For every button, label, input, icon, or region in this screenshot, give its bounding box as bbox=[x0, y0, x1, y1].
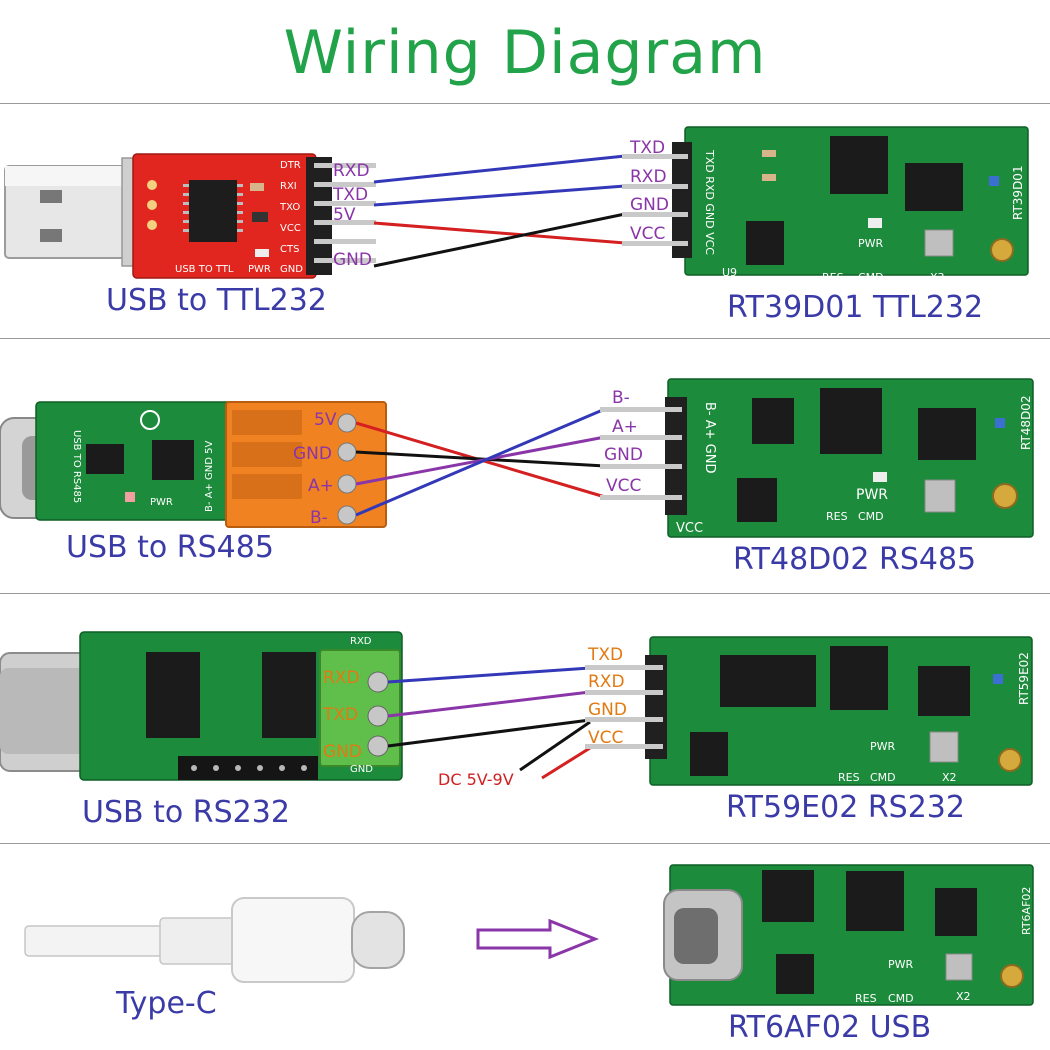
module-pin-label-txd: TXD bbox=[588, 645, 624, 665]
section-divider bbox=[0, 593, 1050, 594]
module-pin-label-vcc: VCC bbox=[588, 728, 624, 748]
terminal-label-gnd: GND bbox=[293, 444, 332, 464]
rt6af02-module: PWR RES CMD X2 RT6AF02 bbox=[663, 864, 1034, 1006]
svg-text:CMD: CMD bbox=[858, 510, 884, 523]
svg-text:USB TO RS485: USB TO RS485 bbox=[71, 430, 82, 503]
svg-text:RXD: RXD bbox=[350, 636, 372, 647]
terminal-label-rxd: RXD bbox=[333, 161, 370, 181]
terminal-label-rxd: RXD bbox=[323, 668, 360, 688]
adapter-caption-usb-ttl: USB to TTL232 bbox=[106, 283, 327, 318]
svg-text:RES: RES bbox=[826, 510, 848, 523]
module-pin-label-vcc: VCC bbox=[606, 476, 642, 496]
svg-text:DTR: DTR bbox=[280, 160, 301, 171]
module-pin-label-gnd: GND bbox=[588, 700, 627, 720]
diagram-title: Wiring Diagram bbox=[283, 18, 767, 88]
module-pin-label-txd: TXD bbox=[630, 138, 666, 158]
svg-text:RT39D01: RT39D01 bbox=[1011, 165, 1025, 220]
module-caption-rt6af02: RT6AF02 USB bbox=[728, 1010, 932, 1045]
terminal-label-gnd: GND bbox=[323, 742, 362, 762]
module-pin-label-rxd: RXD bbox=[630, 167, 667, 187]
svg-text:GND: GND bbox=[350, 764, 373, 775]
terminal-label-txd: TXD bbox=[333, 185, 369, 205]
svg-text:RES: RES bbox=[838, 771, 860, 784]
svg-text:RT59E02: RT59E02 bbox=[1017, 652, 1031, 705]
svg-text:CTS: CTS bbox=[280, 244, 299, 255]
svg-text:RT48D02: RT48D02 bbox=[1019, 395, 1033, 450]
usb-rs232-adapter-board: RXD GND bbox=[79, 631, 403, 781]
svg-text:X2: X2 bbox=[956, 990, 971, 1003]
module-pin-label-rxd: RXD bbox=[588, 672, 625, 692]
terminal-label-b-minus: B- bbox=[310, 508, 328, 528]
svg-text:PWR: PWR bbox=[858, 237, 884, 250]
power-input-note: DC 5V-9V bbox=[438, 770, 514, 789]
module-caption-rt59e02: RT59E02 RS232 bbox=[726, 790, 965, 825]
terminal-label-5v: 5V bbox=[314, 410, 337, 430]
svg-text:RES: RES bbox=[822, 271, 844, 284]
svg-text:X3: X3 bbox=[930, 271, 945, 284]
section-divider bbox=[0, 103, 1050, 104]
adapter-caption-usb-rs485: USB to RS485 bbox=[66, 530, 274, 565]
cable-caption-type-c: Type-C bbox=[116, 986, 217, 1021]
usb-ttl-adapter-board: DTR RXI TXO VCC CTS GND USB TO TTL PWR bbox=[132, 153, 376, 279]
module-pin-label-a-plus: A+ bbox=[612, 417, 638, 437]
section-divider bbox=[0, 338, 1050, 339]
module-caption-rt48d02: RT48D02 RS485 bbox=[733, 542, 977, 577]
module-caption-rt39d01: RT39D01 TTL232 bbox=[727, 290, 984, 325]
svg-text:VCC: VCC bbox=[676, 521, 703, 536]
terminal-label-gnd: GND bbox=[333, 250, 372, 270]
adapter-caption-usb-rs232: USB to RS232 bbox=[82, 795, 290, 830]
svg-text:GND: GND bbox=[280, 264, 303, 275]
svg-text:RXI: RXI bbox=[280, 181, 297, 192]
rt39d01-module: PWR RES CMD X3 U9 RT39D01 TXD RXD GND VCC bbox=[622, 126, 1029, 284]
svg-text:CMD: CMD bbox=[888, 992, 914, 1005]
svg-text:TXO: TXO bbox=[279, 202, 300, 213]
rt59e02-module: PWR RES CMD X2 RT59E02 bbox=[585, 636, 1033, 786]
usb-rs485-adapter-board: USB TO RS485 PWR B- A+ GND 5V bbox=[35, 401, 387, 528]
terminal-label-5v: 5V bbox=[333, 205, 356, 225]
terminal-label-a-plus: A+ bbox=[308, 476, 334, 496]
svg-text:PWR: PWR bbox=[856, 487, 888, 503]
svg-text:RT6AF02: RT6AF02 bbox=[1020, 887, 1033, 935]
svg-text:B- A+ GND: B- A+ GND bbox=[702, 402, 717, 473]
module-pin-label-vcc: VCC bbox=[630, 224, 666, 244]
svg-text:TXD RXD GND VCC: TXD RXD GND VCC bbox=[703, 149, 716, 255]
svg-text:B- A+ GND 5V: B- A+ GND 5V bbox=[204, 440, 215, 512]
svg-text:U9: U9 bbox=[722, 266, 737, 279]
module-pin-label-gnd: GND bbox=[604, 445, 643, 465]
svg-text:PWR: PWR bbox=[888, 958, 914, 971]
arrow-right-icon bbox=[476, 918, 600, 960]
svg-text:PWR: PWR bbox=[870, 740, 896, 753]
section-divider bbox=[0, 843, 1050, 844]
svg-text:CMD: CMD bbox=[858, 271, 884, 284]
svg-text:USB TO TTL: USB TO TTL bbox=[175, 264, 234, 275]
svg-text:CMD: CMD bbox=[870, 771, 896, 784]
rt48d02-module: PWR RES CMD VCC RT48D02 B- A+ GND bbox=[600, 378, 1034, 538]
module-pin-label-gnd: GND bbox=[630, 195, 669, 215]
svg-text:PWR: PWR bbox=[150, 497, 173, 508]
svg-text:VCC: VCC bbox=[280, 223, 301, 234]
terminal-label-txd: TXD bbox=[323, 705, 359, 725]
svg-text:PWR: PWR bbox=[248, 264, 271, 275]
module-pin-label-b-minus: B- bbox=[612, 388, 630, 408]
svg-text:X2: X2 bbox=[942, 771, 957, 784]
type-c-cable bbox=[24, 897, 405, 983]
svg-text:RES: RES bbox=[855, 992, 877, 1005]
usb-a-plug bbox=[4, 157, 143, 267]
